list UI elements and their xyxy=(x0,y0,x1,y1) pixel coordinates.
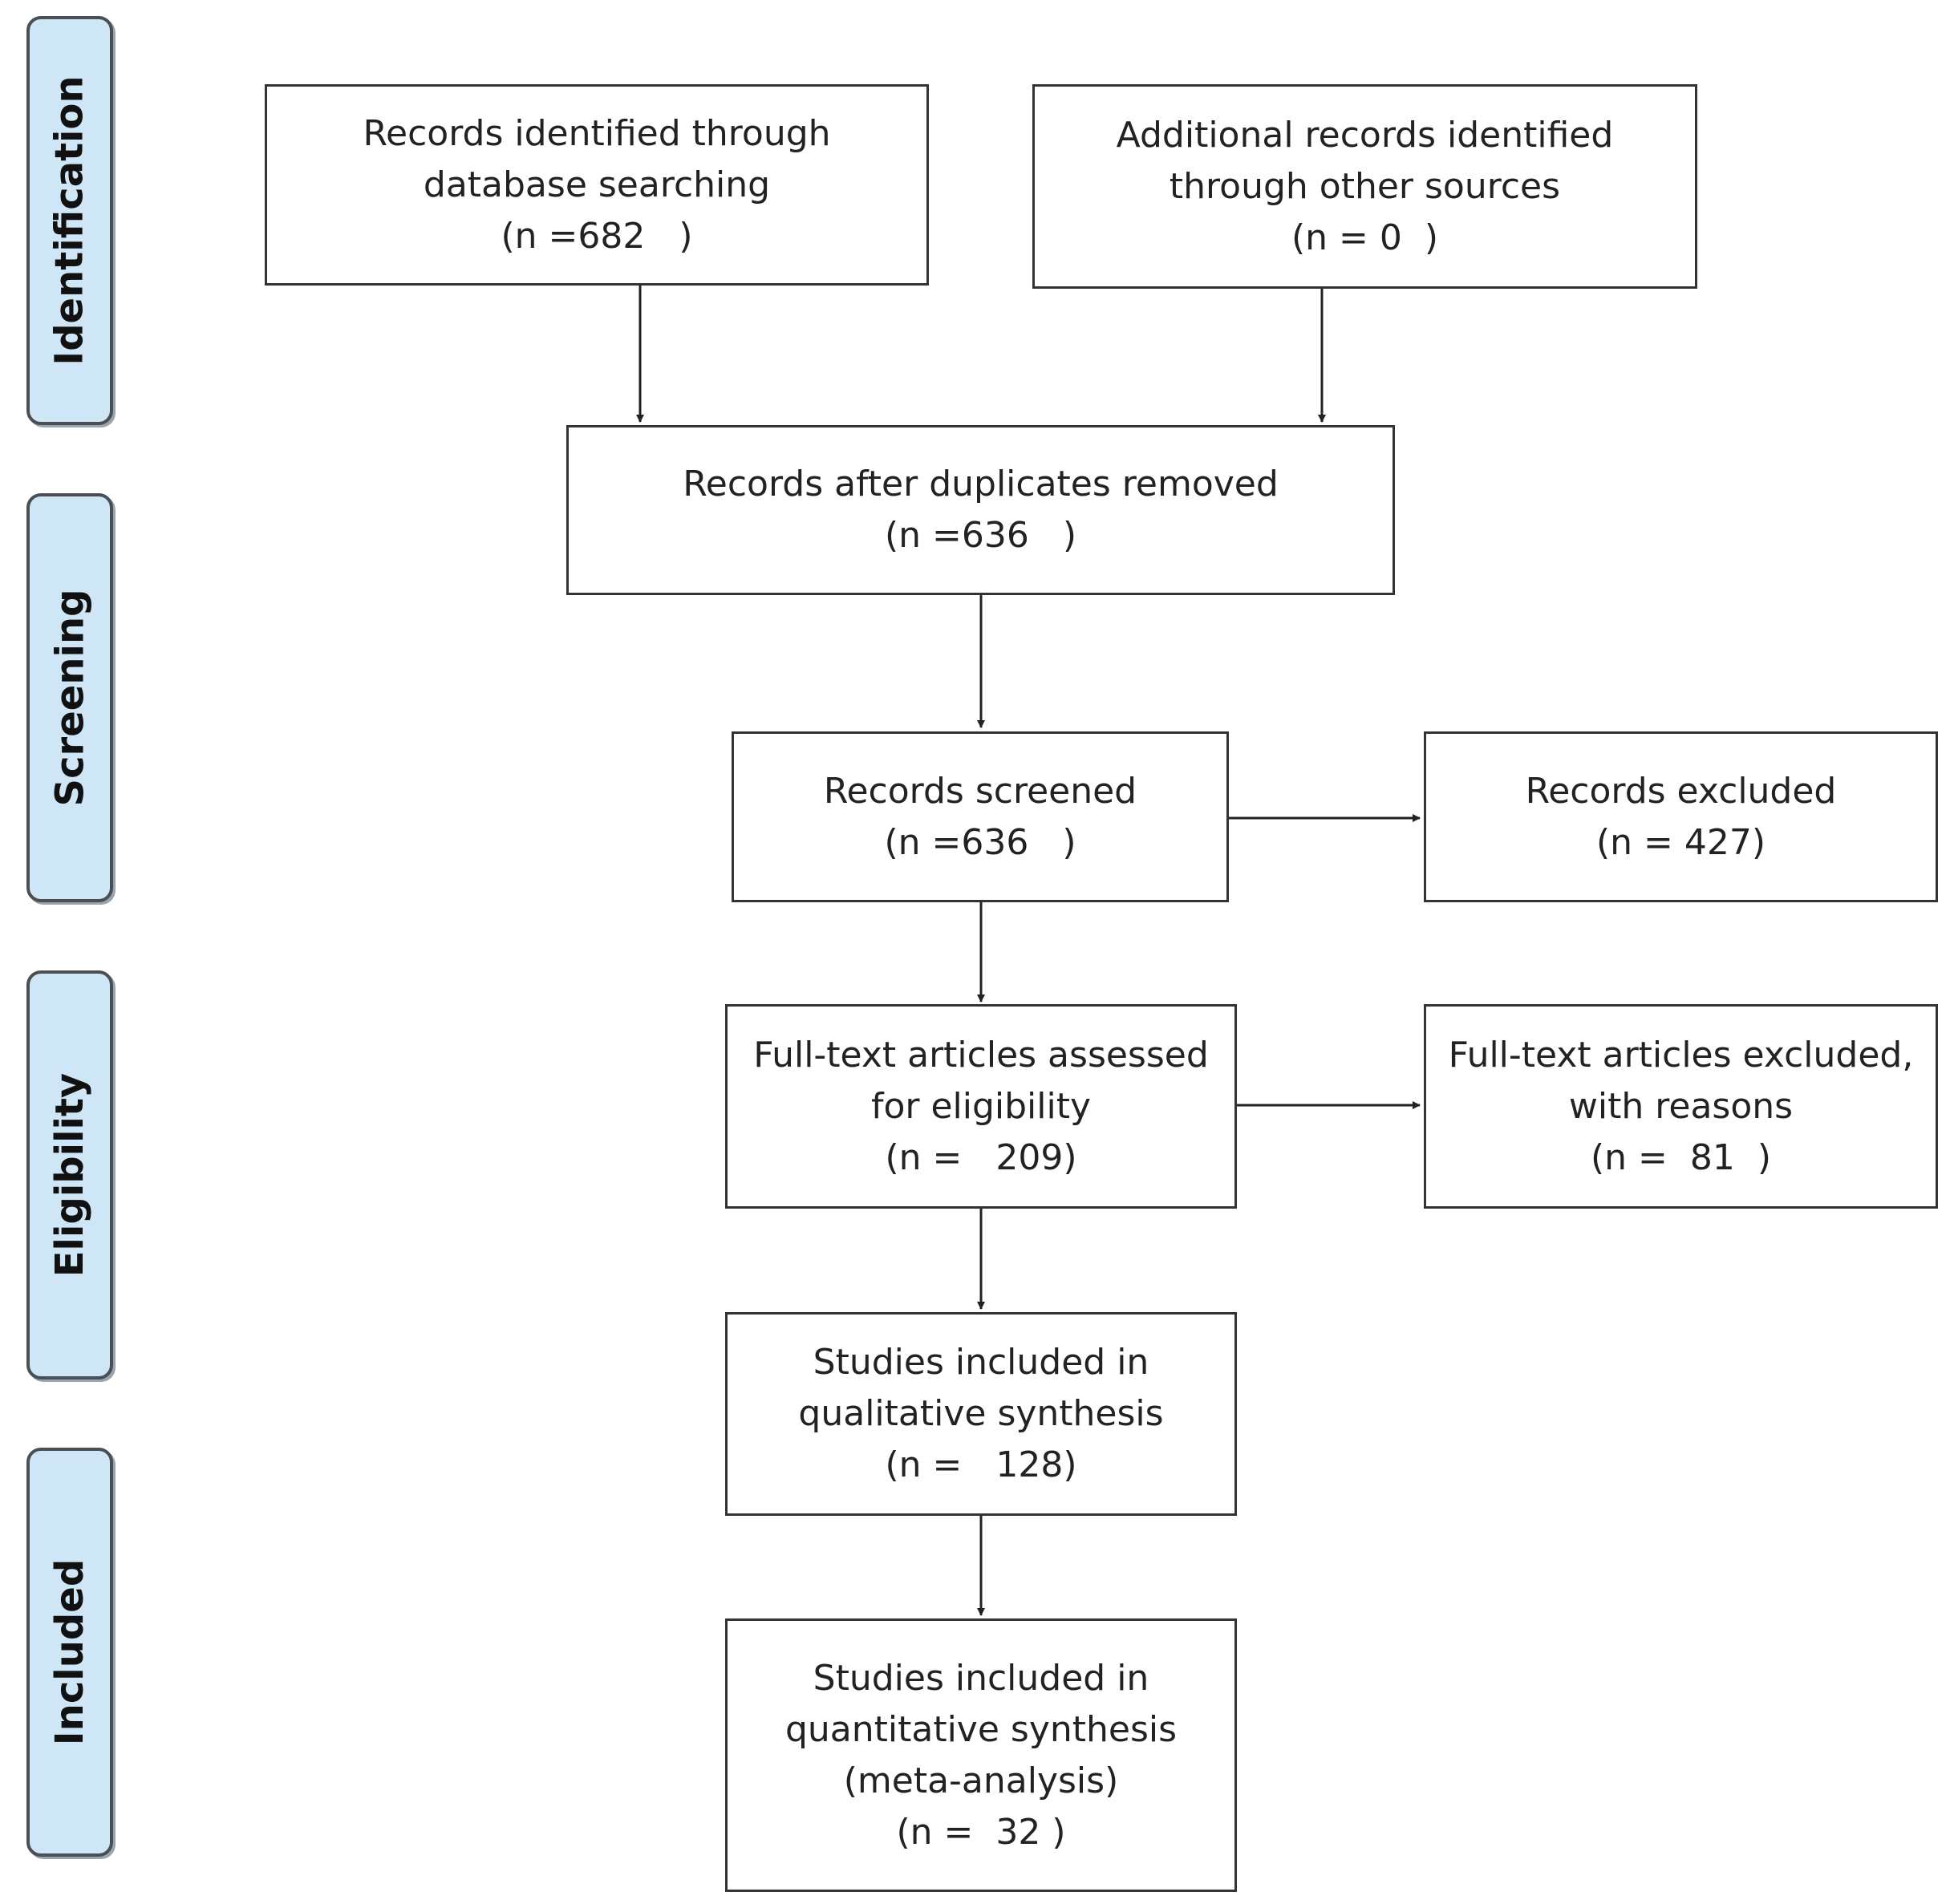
box-count: (n = 32 ) xyxy=(896,1811,1066,1853)
box-text-line: Full-text articles assessed xyxy=(753,1034,1209,1076)
phase-identification: Identification xyxy=(26,16,113,425)
box-count: (n = 81 ) xyxy=(1590,1136,1771,1178)
box-text-line: Full-text articles excluded, xyxy=(1448,1034,1914,1076)
box-text-line: Studies included in xyxy=(813,1657,1149,1699)
box-count: (n = 209) xyxy=(885,1136,1077,1178)
box-text-line: Studies included in xyxy=(813,1342,1149,1383)
box-count: (n =636 ) xyxy=(884,821,1076,863)
box-text-line: Records identified through xyxy=(363,112,831,154)
box-text-line: Records excluded xyxy=(1525,770,1837,812)
box-quantitative-synthesis: Studies included in quantitative synthesi… xyxy=(725,1618,1237,1892)
box-text-line: (meta-analysis) xyxy=(843,1760,1119,1801)
box-fulltext-excluded: Full-text articles excluded, with reasons… xyxy=(1424,1004,1938,1209)
box-text-line: quantitative synthesis xyxy=(784,1708,1178,1750)
box-records-excluded: Records excluded (n = 427) xyxy=(1424,731,1938,902)
box-count: (n = 0 ) xyxy=(1291,217,1438,258)
box-text-line: for eligibility xyxy=(870,1085,1092,1127)
box-after-duplicates: Records after duplicates removed (n =636 … xyxy=(566,425,1395,595)
box-other-sources: Additional records identified through oth… xyxy=(1032,84,1697,289)
box-count: (n =636 ) xyxy=(884,515,1076,556)
box-fulltext-assessed: Full-text articles assessed for eligibili… xyxy=(725,1004,1237,1209)
box-text-line: with reasons xyxy=(1568,1085,1794,1127)
box-database-records: Records identified through database searc… xyxy=(265,84,929,286)
box-text-line: qualitative synthesis xyxy=(798,1393,1164,1434)
phase-included: Included xyxy=(26,1448,113,1857)
box-count: (n = 427) xyxy=(1595,821,1766,863)
box-qualitative-synthesis: Studies included in qualitative synthesis… xyxy=(725,1312,1237,1516)
box-text-line: through other sources xyxy=(1169,165,1561,207)
box-records-screened: Records screened (n =636 ) xyxy=(732,731,1229,902)
box-text-line: Records after duplicates removed xyxy=(683,464,1279,504)
box-text-line: Additional records identified xyxy=(1116,114,1614,156)
box-count: (n =682 ) xyxy=(501,215,693,257)
box-text-line: Records screened xyxy=(823,770,1137,812)
phase-screening: Screening xyxy=(26,493,113,902)
phase-eligibility: Eligibility xyxy=(26,970,113,1379)
box-text-line: database searching xyxy=(423,164,771,205)
box-count: (n = 128) xyxy=(885,1444,1077,1485)
